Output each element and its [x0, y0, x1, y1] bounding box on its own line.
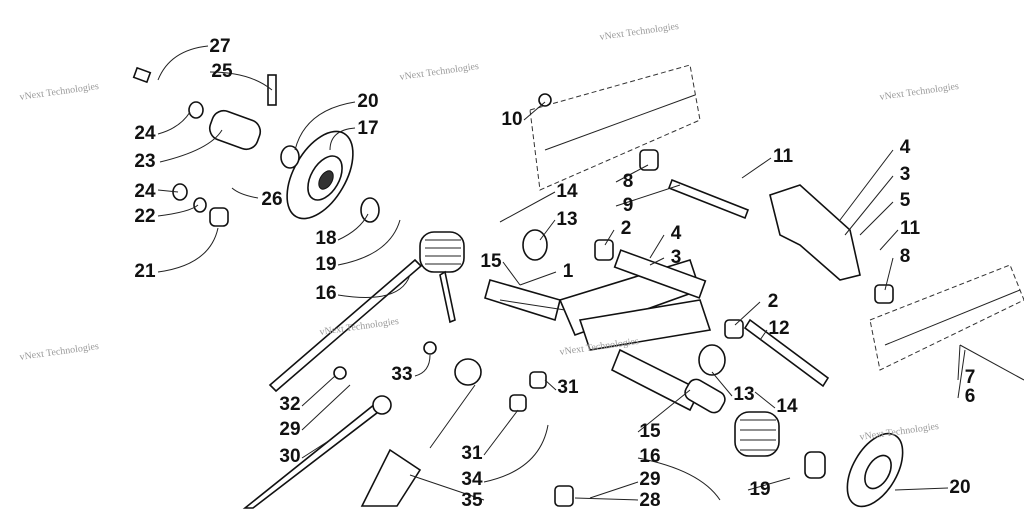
callout-31: 31 [557, 377, 579, 398]
callout-33: 33 [391, 364, 412, 385]
callout-4: 4 [900, 137, 911, 158]
callout-13: 13 [733, 384, 754, 405]
callout-4: 4 [671, 223, 682, 244]
callout-26: 26 [261, 189, 282, 210]
callout-20: 20 [357, 91, 378, 112]
callout-25: 25 [211, 61, 233, 82]
callout-13: 13 [556, 209, 577, 230]
callout-35: 35 [461, 490, 483, 511]
watermark-text: vNext Technologies [19, 81, 100, 103]
callout-29: 29 [279, 419, 300, 440]
watermark-text: vNext Technologies [19, 341, 100, 363]
torsion-spring-lower [734, 411, 780, 457]
rail-right [869, 264, 1024, 371]
callout-5: 5 [900, 190, 911, 211]
callout-3: 3 [900, 164, 911, 185]
callout-24: 24 [134, 123, 156, 144]
callout-32: 32 [279, 394, 300, 415]
small-parts [132, 66, 894, 507]
callout-17: 17 [357, 118, 378, 139]
callout-1: 1 [563, 261, 574, 282]
idler-wheel-lower [846, 432, 904, 508]
callout-18: 18 [315, 228, 336, 249]
callout-2: 2 [768, 291, 779, 312]
callout-15: 15 [480, 251, 502, 272]
callout-8: 8 [623, 171, 634, 192]
rail-left [529, 64, 701, 191]
bracket [769, 184, 861, 281]
callout-3: 3 [671, 247, 682, 268]
torsion-spring-upper [419, 231, 465, 324]
shafts [242, 178, 1024, 509]
callout-19: 19 [749, 479, 770, 500]
callout-24: 24 [134, 181, 156, 202]
callout-14: 14 [776, 396, 798, 417]
callout-8: 8 [900, 246, 911, 267]
callout-22: 22 [134, 206, 155, 227]
callout-29: 29 [639, 469, 660, 490]
callout-7: 7 [965, 367, 976, 388]
callout-21: 21 [134, 261, 156, 282]
leader-lines [157, 45, 966, 501]
callout-28: 28 [639, 490, 660, 511]
callout-31: 31 [461, 443, 483, 464]
suspension-arm [484, 249, 712, 412]
callout-10: 10 [501, 109, 522, 130]
callout-34: 34 [461, 469, 483, 490]
watermark-text: vNext Technologies [399, 61, 480, 83]
callout-12: 12 [768, 318, 789, 339]
callout-19: 19 [315, 254, 336, 275]
idler-wheel-upper [286, 130, 354, 220]
callout-15: 15 [639, 421, 661, 442]
callout-23: 23 [134, 151, 155, 172]
callout-16: 16 [315, 283, 336, 304]
callout-2: 2 [621, 218, 632, 239]
callout-14: 14 [556, 181, 578, 202]
callout-27: 27 [209, 36, 230, 57]
callout-9: 9 [623, 195, 634, 216]
watermark-text: vNext Technologies [599, 21, 680, 43]
callout-11: 11 [900, 218, 921, 239]
callout-30: 30 [279, 446, 300, 467]
watermark-text: vNext Technologies [879, 81, 960, 103]
callout-16: 16 [639, 446, 660, 467]
callout-6: 6 [965, 386, 976, 407]
callout-20: 20 [949, 477, 970, 498]
callout-11: 11 [773, 146, 794, 167]
